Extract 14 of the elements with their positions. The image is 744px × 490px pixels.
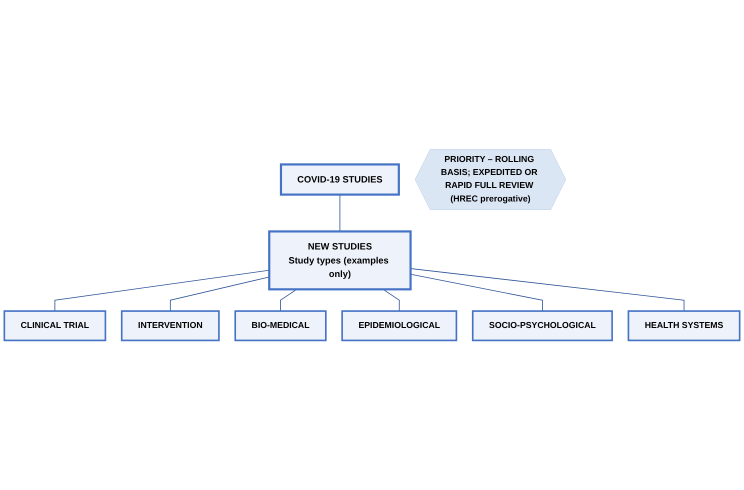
connector [382,289,400,312]
node-box: BIO-MEDICAL [234,310,327,342]
connector [170,276,270,312]
node-box: COVID-19 STUDIES [280,163,400,196]
connector [410,268,684,312]
node-box: EPIDEMIOLOGICAL [341,310,458,342]
connector [280,289,298,312]
connector [410,274,543,312]
node-box: HEALTH SYSTEMS [628,310,740,342]
node-box: NEW STUDIES Study types (examples only) [268,230,412,291]
node-box: CLINICAL TRIAL [4,310,106,342]
connector [54,270,270,312]
node-box: SOCIO-PSYCHOLOGICAL [472,310,613,342]
node-box: INTERVENTION [120,310,220,342]
